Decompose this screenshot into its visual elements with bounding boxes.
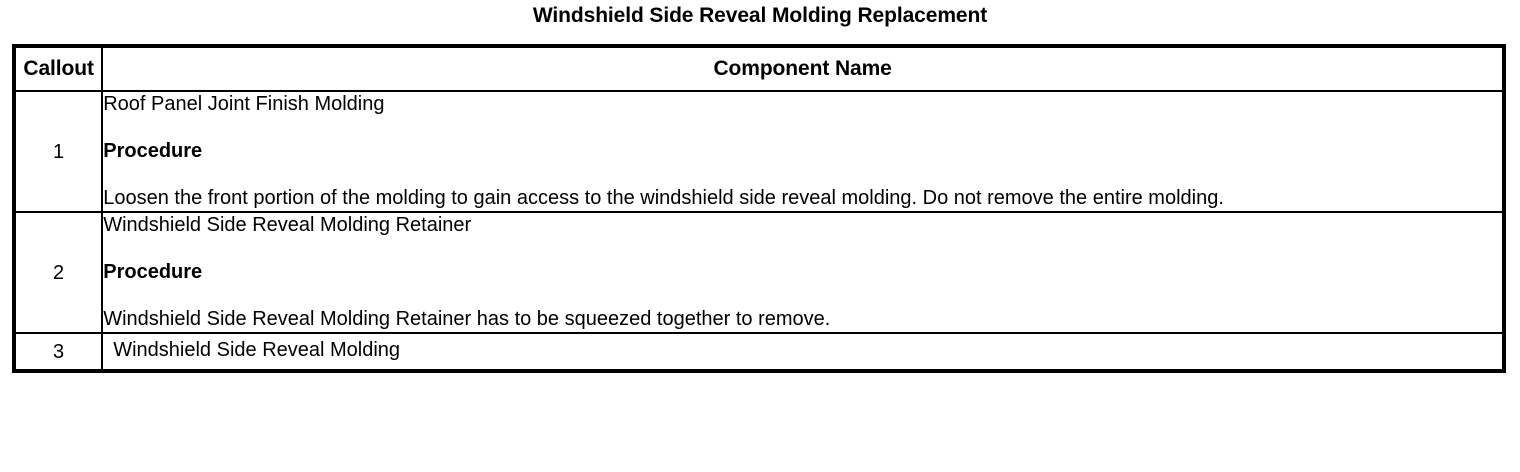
column-header-callout: Callout [12, 45, 104, 92]
callout-number: 2 [12, 211, 104, 334]
procedure-text: Loosen the front portion of the molding … [103, 187, 1224, 209]
table-header: Callout Component Name [12, 45, 1505, 92]
component-description-cell: Windshield Side Reveal Molding Retainer … [101, 211, 1505, 334]
component-table-wrapper: Callout Component Name 1 Roof Panel Join… [12, 44, 1506, 373]
component-table: Callout Component Name 1 Roof Panel Join… [12, 44, 1506, 373]
callout-number: 1 [12, 90, 104, 213]
table-row: 3 Windshield Side Reveal Molding [12, 332, 1505, 372]
table-header-row: Callout Component Name [12, 45, 1505, 92]
component-name-text: Roof Panel Joint Finish Molding [103, 93, 385, 115]
table-row: 1 Roof Panel Joint Finish Molding Proced… [12, 90, 1505, 213]
procedure-heading: Procedure [103, 261, 203, 283]
page-title: Windshield Side Reveal Molding Replaceme… [532, 4, 988, 27]
component-name-text: Windshield Side Reveal Molding [113, 339, 401, 361]
callout-number: 3 [12, 332, 104, 372]
component-name-text: Windshield Side Reveal Molding Retainer [103, 214, 472, 236]
table-body: 1 Roof Panel Joint Finish Molding Proced… [12, 90, 1505, 372]
procedure-heading: Procedure [103, 140, 203, 162]
column-header-component-name: Component Name [101, 45, 1505, 92]
table-row: 2 Windshield Side Reveal Molding Retaine… [12, 211, 1505, 334]
component-description-cell: Windshield Side Reveal Molding [101, 332, 1505, 372]
procedure-text: Windshield Side Reveal Molding Retainer … [103, 308, 831, 330]
component-description-cell: Roof Panel Joint Finish Molding Procedur… [101, 90, 1505, 213]
